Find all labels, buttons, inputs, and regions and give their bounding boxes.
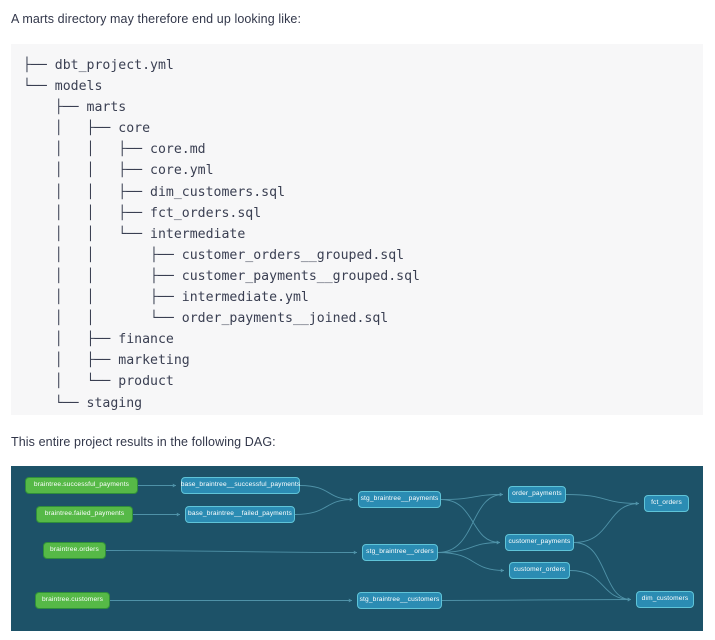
- dag-edge-arrow: [353, 550, 357, 555]
- dag-edge-stg_braintree_orders-to-customer_orders: [437, 552, 505, 571]
- dag-node-stg_braintree_customers[interactable]: stg_braintree__customers: [357, 592, 442, 609]
- dag-node-dim_customers[interactable]: dim_customers: [636, 591, 694, 608]
- dag-edge-base_braintree_successful_payments-to-stg_braintree_payments: [299, 485, 354, 500]
- dag-edge-customer_orders-to-dim_customers: [569, 570, 632, 600]
- dag-edge-arrow: [349, 497, 353, 502]
- dag-node-label: base_braintree__failed_payments: [188, 510, 292, 518]
- dag-edge-arrow: [172, 483, 176, 488]
- dag-edge-braintree_orders-to-stg_braintree_orders: [105, 550, 358, 553]
- dag-node-label: stg_braintree__customers: [359, 596, 440, 604]
- dag-node-label: customer_payments: [508, 538, 571, 546]
- dag-edge-arrow: [635, 501, 639, 506]
- dag-edge-arrow: [499, 492, 503, 497]
- dag-node-label: braintree.orders: [50, 546, 99, 554]
- dag-node-order_payments[interactable]: order_payments: [508, 486, 566, 503]
- dag-edge-arrow: [496, 540, 500, 545]
- directory-tree-text: ├── dbt_project.yml └── models ├── marts…: [23, 58, 420, 411]
- dag-node-customer_orders[interactable]: customer_orders: [509, 562, 570, 579]
- dag-node-label: stg_braintree__payments: [360, 495, 439, 503]
- dag-edge-stg_braintree_orders-to-customer_payments: [437, 542, 501, 553]
- dag-node-label: order_payments: [512, 490, 562, 498]
- dag-node-braintree_failed_payments[interactable]: braintree.failed_payments: [36, 506, 133, 523]
- dag-edge-stg_braintree_customers-to-dim_customers: [441, 599, 632, 601]
- dag-node-stg_braintree_payments[interactable]: stg_braintree__payments: [358, 491, 441, 508]
- dag-node-label: stg_braintree__orders: [366, 548, 434, 556]
- dag-node-fct_orders[interactable]: fct_orders: [644, 495, 689, 512]
- dag-node-label: braintree.customers: [41, 596, 104, 604]
- dag-edge-customer_payments-to-dim_customers: [573, 542, 632, 600]
- dag-edge-customer_payments-to-fct_orders: [573, 503, 640, 543]
- dag-edge-arrow: [627, 597, 631, 602]
- dag-edge-order_payments-to-fct_orders: [565, 494, 640, 504]
- dag-node-label: braintree.failed_payments: [44, 510, 125, 518]
- dag-node-label: base_braintree__successful_payments: [180, 481, 301, 489]
- dag-node-label: braintree.successful_payments: [33, 481, 130, 489]
- dag-edge-arrow: [348, 598, 352, 603]
- dag-edge-arrow: [176, 512, 180, 517]
- dag-node-label: dim_customers: [641, 595, 689, 603]
- dag-node-label: fct_orders: [651, 499, 682, 507]
- dag-edge-stg_braintree_payments-to-customer_payments: [440, 499, 501, 543]
- dag-node-braintree_successful_payments[interactable]: braintree.successful_payments: [25, 477, 138, 494]
- dag-node-braintree_customers[interactable]: braintree.customers: [35, 592, 110, 609]
- dag-node-customer_payments[interactable]: customer_payments: [505, 534, 574, 551]
- dag-edge-layer: [105, 483, 640, 603]
- dag-node-base_braintree_failed_payments[interactable]: base_braintree__failed_payments: [185, 506, 295, 523]
- dag-node-label: customer_orders: [513, 566, 566, 574]
- dag-edge-base_braintree_failed_payments-to-stg_braintree_payments: [294, 499, 354, 515]
- dag-edge-arrow: [500, 568, 504, 573]
- dag-diagram-panel[interactable]: braintree.successful_payments braintree.f…: [11, 466, 703, 631]
- dag-node-base_braintree_successful_payments[interactable]: base_braintree__successful_payments: [181, 477, 300, 494]
- intro-paragraph-dag: This entire project results in the follo…: [11, 435, 276, 449]
- intro-paragraph-marts: A marts directory may therefore end up l…: [11, 12, 302, 26]
- dag-node-stg_braintree_orders[interactable]: stg_braintree__orders: [362, 544, 438, 561]
- dag-node-braintree_orders[interactable]: braintree.orders: [43, 542, 106, 559]
- dag-edge-stg_braintree_payments-to-order_payments: [440, 494, 504, 500]
- dag-edge-stg_braintree_orders-to-order_payments: [437, 494, 504, 553]
- directory-tree-code-block: ├── dbt_project.yml └── models ├── marts…: [11, 44, 703, 415]
